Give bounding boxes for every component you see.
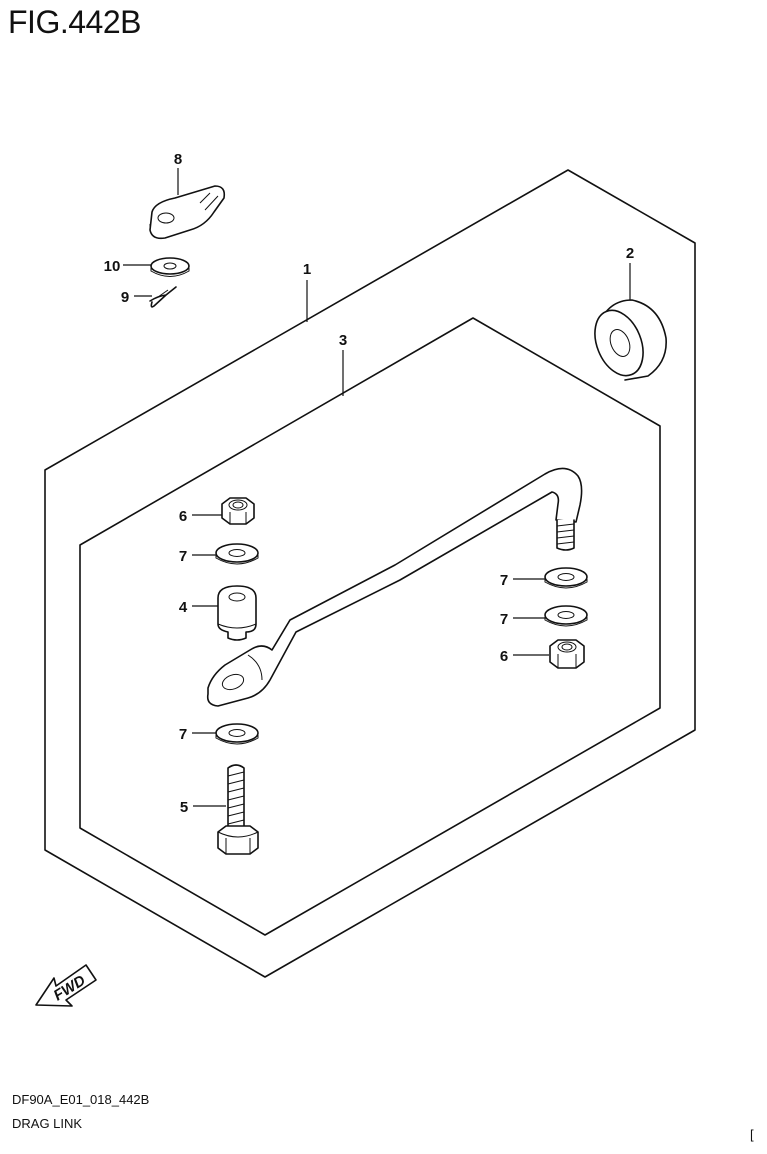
collar-part-4 <box>217 585 257 641</box>
callout-4: 4 <box>179 599 188 616</box>
callout-10: 10 <box>104 258 121 275</box>
callout-6a: 6 <box>179 508 187 525</box>
callout-6b: 6 <box>500 648 508 665</box>
nut-part-6-left <box>221 497 255 525</box>
callout-7c: 7 <box>500 572 508 589</box>
fwd-arrow-icon: FWD <box>35 964 97 1007</box>
callout-8: 8 <box>174 151 182 168</box>
washer-part-7-d <box>544 605 588 627</box>
nut-part-6-right <box>549 639 585 669</box>
callout-7b: 7 <box>179 726 187 743</box>
figure-code: DF90A_E01_018_442B <box>12 1092 150 1107</box>
callout-2: 2 <box>626 245 634 262</box>
callout-9: 9 <box>121 289 129 306</box>
figure-title: FIG.442B <box>8 4 141 40</box>
callout-3: 3 <box>339 332 347 349</box>
clip-bracket-part-8 <box>149 185 226 240</box>
washer-part-7-c <box>544 567 588 589</box>
cotter-pin-part-9 <box>149 286 177 308</box>
group-outline-1 <box>44 169 696 978</box>
callout-1: 1 <box>303 261 311 278</box>
bushing-part-2 <box>594 299 667 381</box>
corner-mark: [ <box>750 1127 754 1142</box>
callout-7d: 7 <box>500 611 508 628</box>
figure-name: DRAG LINK <box>12 1116 83 1131</box>
washer-part-7-b <box>215 723 259 745</box>
group-outline-3 <box>79 317 661 936</box>
drag-link-rod-part-3 <box>206 467 583 707</box>
bolt-part-5 <box>217 764 259 855</box>
washer-part-10 <box>150 257 190 277</box>
callout-7a: 7 <box>179 548 187 565</box>
callout-5: 5 <box>180 799 188 816</box>
washer-part-7-a <box>215 543 259 565</box>
